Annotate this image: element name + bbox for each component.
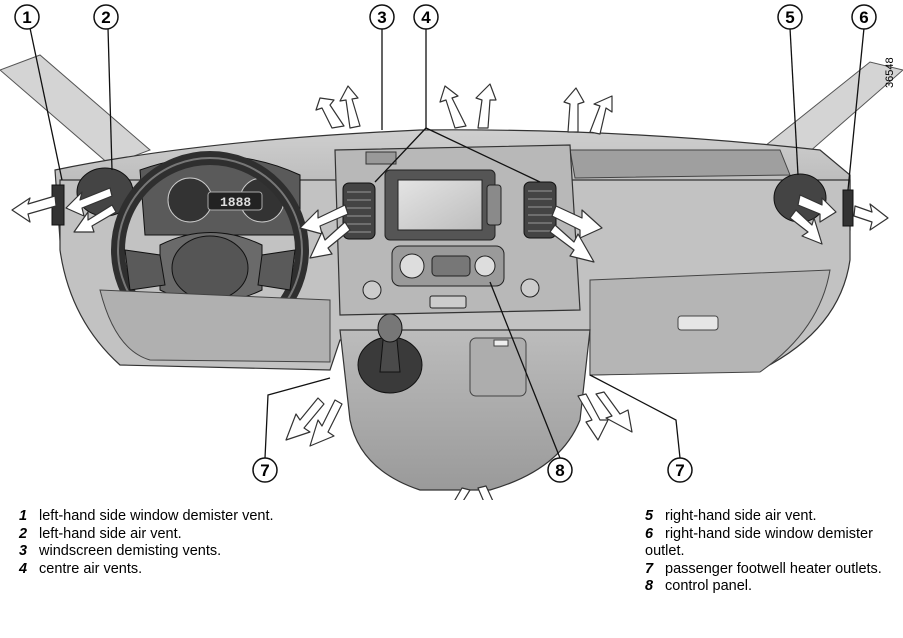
callout-1: 1 (22, 8, 31, 27)
glovebox-handle (677, 315, 719, 331)
callout-circle-7b (667, 457, 693, 483)
dashboard-illustration: 1888 (0, 4, 903, 500)
callout-7b: 7 (675, 461, 684, 480)
callout-circle-7a (252, 457, 278, 483)
right-a-pillar (758, 61, 903, 161)
callout-8: 8 (555, 461, 564, 480)
callout-circle-1 (14, 4, 40, 30)
left-a-pillar (0, 54, 151, 166)
callout-4: 4 (421, 8, 431, 27)
callout-circle-3 (369, 4, 395, 30)
cluster-display-readout: 1888 (220, 195, 251, 210)
callout-circle-5 (777, 4, 803, 30)
callout-circle-6 (851, 4, 877, 30)
callout-2: 2 (101, 8, 110, 27)
gear-knob (377, 313, 403, 343)
infotainment-screen (397, 179, 483, 231)
callout-5: 5 (785, 8, 794, 27)
callout-circle-4 (413, 4, 439, 30)
callout-circle-8 (547, 457, 573, 483)
image-reference-code: 36548 (884, 57, 896, 88)
callout-3: 3 (377, 8, 386, 27)
callout-circle-2 (93, 4, 119, 30)
callout-6: 6 (859, 8, 868, 27)
callout-7a: 7 (260, 461, 269, 480)
